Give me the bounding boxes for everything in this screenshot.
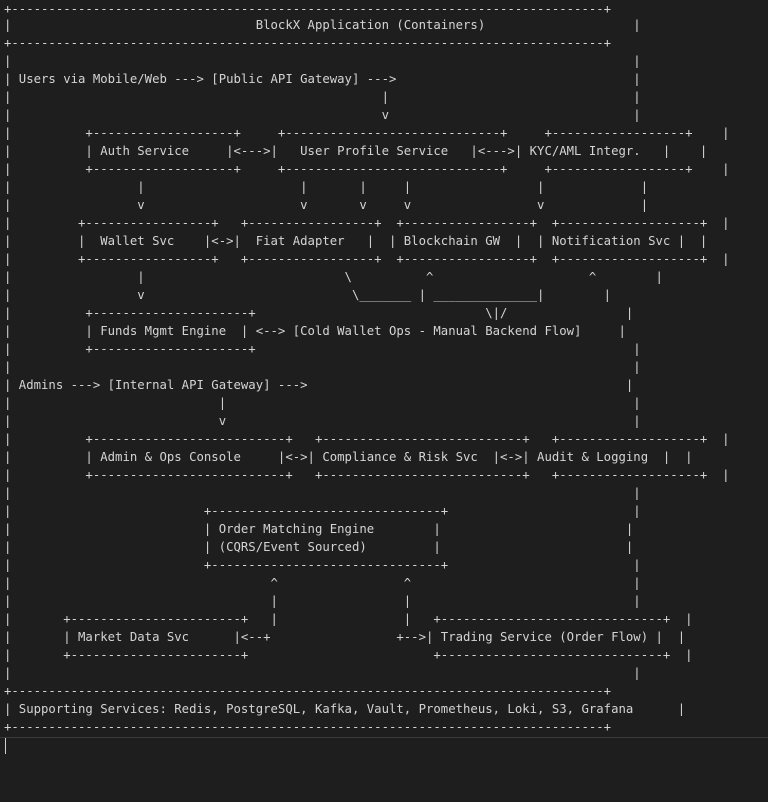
- diagram-line: | +---------------------+ \|/ |: [4, 306, 634, 320]
- diagram-line: | v v v v v |: [4, 198, 649, 212]
- diagram-line: | |: [4, 360, 641, 374]
- terminal-output: +---------------------------------------…: [4, 0, 764, 740]
- diagram-line: | Admins ---> [Internal API Gateway] ---…: [4, 378, 634, 392]
- diagram-line: | | Wallet Svc |<->| Fiat Adapter | | Bl…: [4, 234, 708, 248]
- diagram-line: +---------------------------------------…: [4, 720, 612, 734]
- diagram-line: | | Admin & Ops Console |<->| Compliance…: [4, 450, 693, 464]
- diagram-line: | +-------------------------------+ |: [4, 558, 641, 572]
- diagram-line: | |: [4, 666, 641, 680]
- diagram-line: | | Order Matching Engine | |: [4, 522, 634, 536]
- diagram-line: | +---------------------+ |: [4, 342, 641, 356]
- diagram-line: +---------------------------------------…: [4, 36, 612, 50]
- text-cursor[interactable]: [5, 738, 6, 754]
- diagram-line: | +-------------------+ +---------------…: [4, 162, 730, 176]
- diagram-line: | | Auth Service |<--->| User Profile Se…: [4, 144, 708, 158]
- diagram-line: | +-----------------------+ +-----------…: [4, 648, 693, 662]
- diagram-line: | +--------------------------+ +--------…: [4, 432, 730, 446]
- prompt-divider: [0, 737, 768, 738]
- diagram-line: | +-----------------------+ | | +-------…: [4, 612, 693, 626]
- diagram-line: | +-----------------+ +-----------------…: [4, 252, 730, 266]
- diagram-line: | +-------------------------------+ |: [4, 504, 641, 518]
- diagram-line: | v |: [4, 414, 641, 428]
- diagram-line: | | (CQRS/Event Sourced) | |: [4, 540, 634, 554]
- diagram-line: | |: [4, 486, 641, 500]
- diagram-line: | | | | | | |: [4, 180, 649, 194]
- diagram-line: | v \_______ | ______________| |: [4, 288, 612, 302]
- diagram-line: | | |: [4, 90, 641, 104]
- diagram-line: | +--------------------------+ +--------…: [4, 468, 730, 482]
- diagram-line: | BlockX Application (Containers) |: [4, 18, 641, 32]
- diagram-line: | |: [4, 54, 641, 68]
- diagram-line: | | \ ^ ^ |: [4, 270, 663, 284]
- diagram-line: | Users via Mobile/Web ---> [Public API …: [4, 72, 641, 86]
- diagram-line: | | |: [4, 396, 641, 410]
- diagram-line: | | Market Data Svc |<--+ +-->| Trading …: [4, 630, 686, 644]
- diagram-line: +---------------------------------------…: [4, 2, 612, 16]
- diagram-line: | ^ ^ |: [4, 576, 641, 590]
- diagram-line: +---------------------------------------…: [4, 684, 612, 698]
- diagram-line: | | | |: [4, 594, 641, 608]
- diagram-line: | +-----------------+ +-----------------…: [4, 216, 730, 230]
- diagram-line: | | Funds Mgmt Engine | <--> [Cold Walle…: [4, 324, 626, 338]
- diagram-line: | Supporting Services: Redis, PostgreSQL…: [4, 702, 686, 716]
- diagram-line: | +-------------------+ +---------------…: [4, 126, 730, 140]
- diagram-line: | v |: [4, 108, 641, 122]
